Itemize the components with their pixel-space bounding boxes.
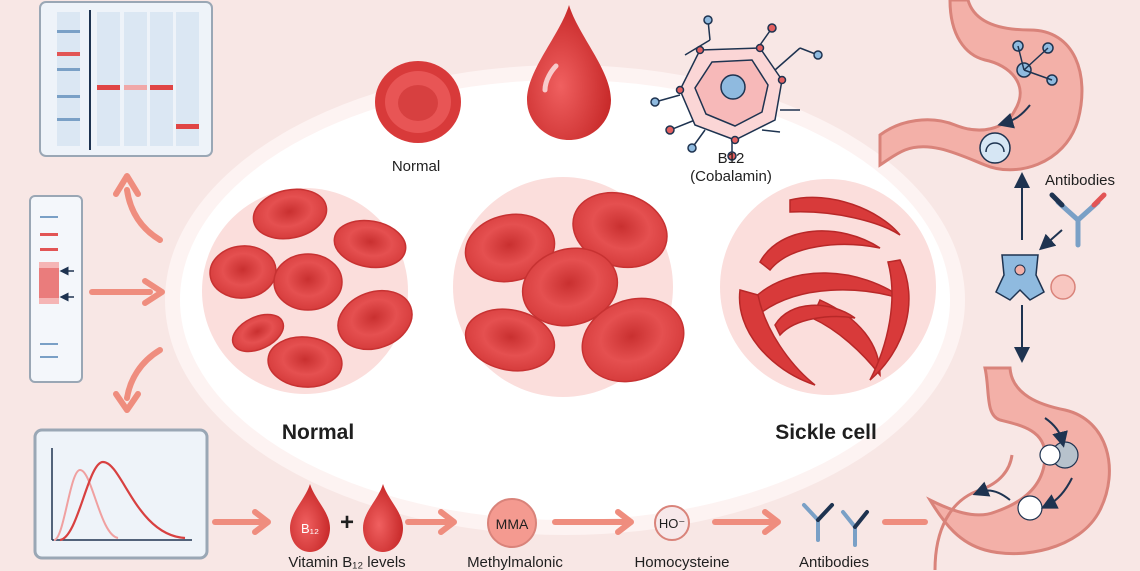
- b12-drop-icon: [290, 484, 330, 552]
- gel-strip-panel: [29, 195, 83, 383]
- stomach-top-illustration: [878, 0, 1084, 172]
- vitamin-b12-levels-label: Vitamin B₁₂ levels: [288, 554, 406, 571]
- normal-rbc-label: Normal: [391, 158, 441, 175]
- antibodies-right-label: Antibodies: [1044, 172, 1116, 189]
- mma-icon-label: MMA: [496, 516, 529, 532]
- normal-cells-label: Normal: [281, 421, 355, 444]
- antibodies-bottom-label: Antibodies: [798, 554, 870, 571]
- methylmalonic-label: Methylmalonic: [467, 554, 563, 571]
- normal-rbc-icon: [375, 61, 461, 143]
- sickle-cells-label: Sickle cell: [775, 421, 877, 444]
- ho-icon-label: HO⁻: [659, 516, 685, 531]
- plus-sign: +: [340, 509, 354, 536]
- blood-drop-icon: [527, 5, 611, 140]
- homocysteine-label: Homocysteine: [634, 554, 730, 571]
- normal-cells-circle: [202, 188, 413, 394]
- b12-subtitle: (Cobalamin): [690, 168, 772, 185]
- gel-electrophoresis-panel: [39, 1, 213, 157]
- b12-title: B12: [717, 150, 745, 167]
- hplc-chart-monitor: [33, 428, 209, 560]
- enlarged-cells-circle: [453, 177, 685, 397]
- bottom-flow-arrows: [212, 509, 928, 535]
- second-drop-icon: [363, 484, 403, 552]
- left-flow-arrows: [89, 173, 165, 413]
- antibody-arrow: [1039, 229, 1063, 251]
- b12-molecule-icon: [650, 15, 823, 161]
- sickle-cells-circle: [720, 179, 936, 395]
- mma-circle-icon: [487, 498, 537, 548]
- antibody-pair-icon: [802, 503, 869, 547]
- b12-drop-label: B₁₂: [301, 521, 319, 536]
- parietal-cell-icon: [995, 254, 1076, 301]
- antibody-icon-right: [1049, 192, 1107, 248]
- stomach-bottom-illustration: [926, 366, 1111, 570]
- ho-circle-icon: [654, 505, 690, 541]
